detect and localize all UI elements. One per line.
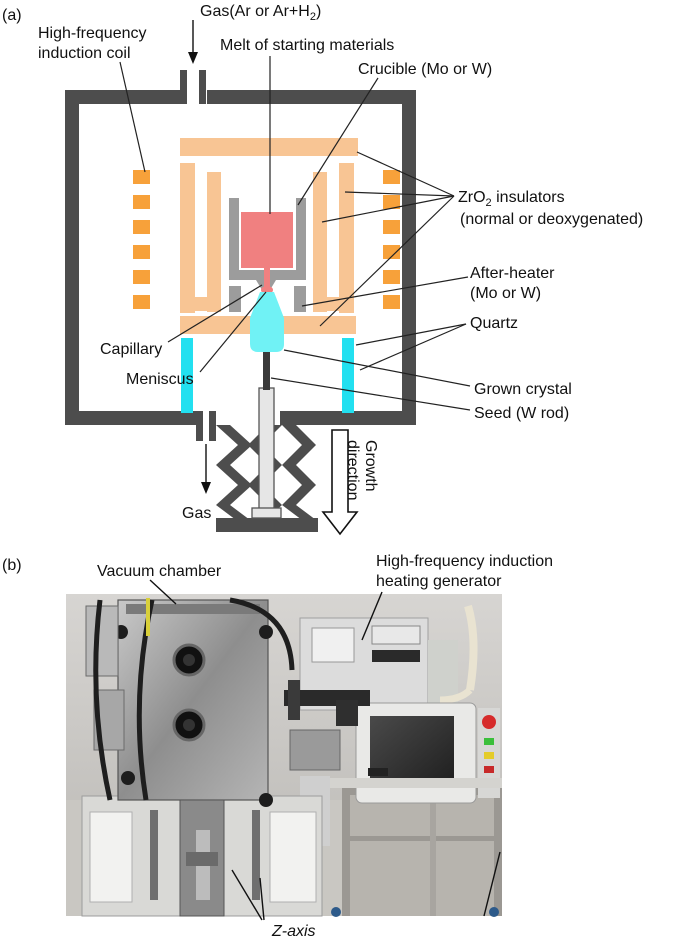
induction-coil-left [133,170,150,309]
grown-crystal [250,292,284,352]
gas-in-arrow [188,20,198,64]
induction-coil-right [383,170,400,309]
pulling-shaft [258,387,275,519]
gas-inlet-label: Gas(Ar or Ar+H2) [200,3,321,23]
growth-label-line1: Growth [362,440,379,492]
quartz-tube-left [181,338,193,413]
coil-label-line2: induction coil [38,45,131,62]
after-heater-label-line2: (Mo or W) [470,285,541,302]
meniscus-label: Meniscus [126,371,194,388]
after-heater-label-line1: After-heater [470,265,555,282]
generator-label-line1: High-frequency induction [376,553,553,570]
quartz-tube-right [342,338,354,413]
bellows-bottom-plate [216,518,318,532]
apparatus-photo [66,579,502,921]
panel-b: (b) Vacuum chamber High-frequency induct… [2,553,553,939]
crucible-label: Crucible (Mo or W) [358,61,492,78]
generator-label-line2: heating generator [376,573,502,590]
insulators-label: ZrO2 insulators [458,189,565,209]
coil-label-line1: High-frequency [38,25,147,42]
leader-lines [119,56,471,411]
quartz-label: Quartz [470,315,518,332]
zro2-insulators [180,138,358,334]
melt [241,212,293,268]
seed-tip [263,352,270,364]
bellows-right [282,425,316,520]
grown-crystal-label: Grown crystal [474,381,572,398]
shaft-holder [251,507,282,519]
seed-label: Seed (W rod) [474,405,569,422]
insulators-label-line2: (normal or deoxygenated) [460,211,643,228]
seed-rod [263,362,270,390]
emergency-stop-button [482,715,496,729]
vacuum-chamber-wall [65,70,416,441]
melt-label: Melt of starting materials [220,37,394,54]
panel-a: (a) [2,3,643,536]
panel-a-label: (a) [2,7,22,24]
gas-out-arrow [201,444,211,494]
growth-label-line2: direction [344,440,361,500]
capillary-label: Capillary [100,341,162,358]
growth-direction-arrow [321,429,359,536]
touch-screen [370,716,454,788]
capillary-melt [264,268,270,288]
vacuum-chamber-label: Vacuum chamber [97,563,222,580]
gas-outlet-label: Gas [182,505,211,522]
panel-b-label: (b) [2,557,22,574]
z-axis-label: Z-axis [271,923,316,939]
